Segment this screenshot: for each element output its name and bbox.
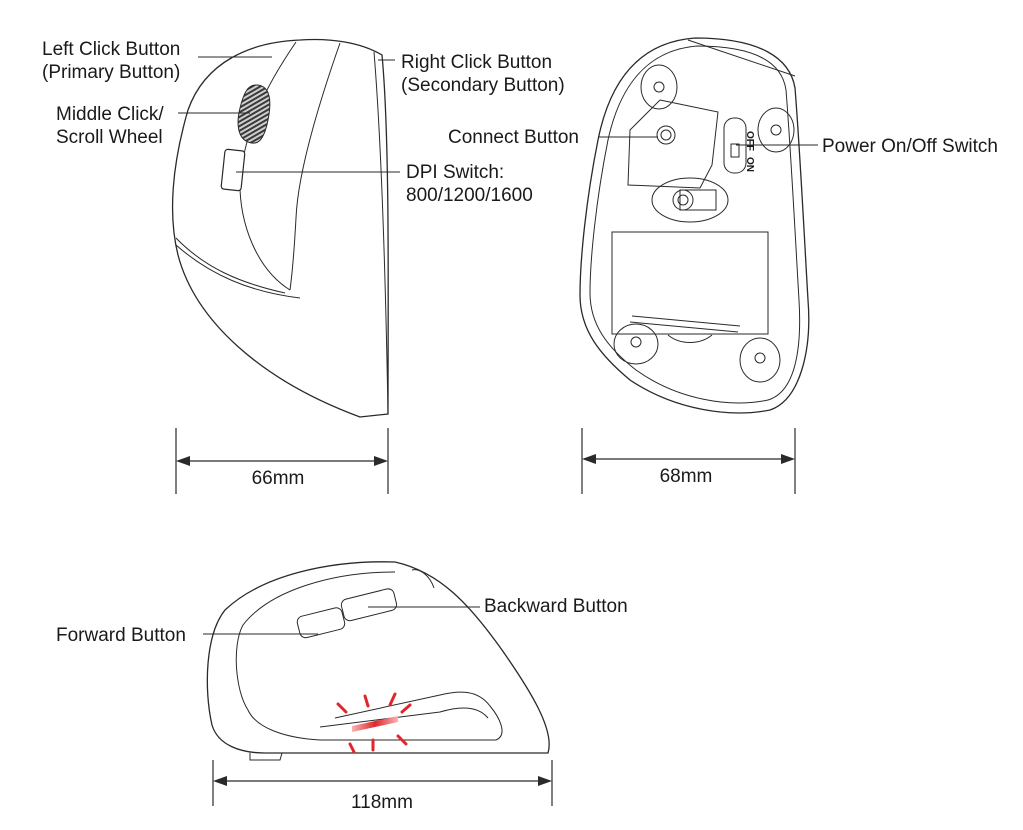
foot-pad: [739, 337, 781, 383]
switch-off-label: OFF: [744, 131, 755, 151]
sensor: [651, 177, 729, 223]
dpi-switch-label-line1: DPI Switch:: [406, 162, 504, 183]
leader-lines: [178, 56, 818, 635]
dimension-bottom-width: [581, 428, 796, 494]
scroll-wheel: [237, 84, 271, 144]
forward-button: [296, 607, 346, 639]
left-click-label-line2: (Primary Button): [42, 62, 180, 83]
side-length-label: 118mm: [351, 792, 413, 813]
led-indicator: [336, 692, 412, 754]
forward-button-label: Forward Button: [56, 625, 186, 646]
dimension-side-length: [212, 760, 553, 806]
connect-button-label: Connect Button: [448, 127, 579, 148]
right-click-label-line1: Right Click Button: [401, 52, 552, 73]
dpi-switch-button: [220, 148, 246, 192]
foot-pad: [613, 323, 659, 365]
left-click-label-line1: Left Click Button: [42, 39, 180, 60]
right-click-label-line2: (Secondary Button): [401, 75, 565, 96]
dimension-top-width: [175, 428, 389, 494]
switch-on-label: ON: [744, 157, 755, 172]
foot-pad: [757, 107, 795, 153]
dpi-switch-label-line2: 800/1200/1600: [406, 185, 533, 206]
middle-click-label-line2: Scroll Wheel: [56, 127, 163, 148]
side-view: [206, 561, 550, 761]
power-switch-label: Power On/Off Switch: [822, 136, 998, 157]
bottom-view: [579, 37, 810, 414]
backward-button-label: Backward Button: [484, 596, 628, 617]
connect-button: [656, 125, 676, 145]
top-width-label: 66mm: [252, 468, 305, 489]
backward-button: [340, 588, 398, 622]
bottom-width-label: 68mm: [660, 466, 713, 487]
battery-cover: [611, 231, 769, 335]
foot-pad: [640, 64, 678, 110]
top-view: [171, 38, 389, 418]
middle-click-label-line1: Middle Click/: [56, 104, 164, 125]
